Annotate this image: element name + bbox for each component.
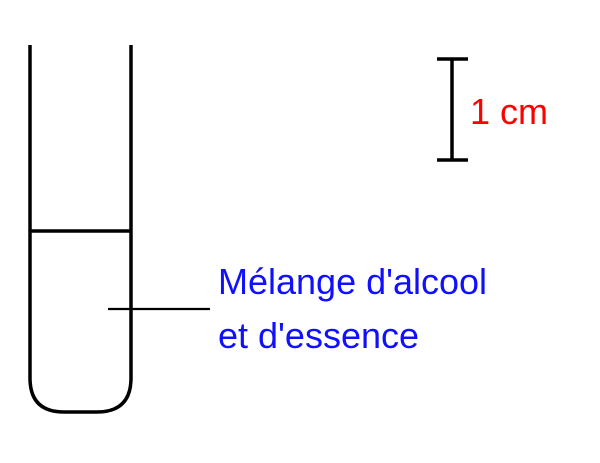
mixture-label-line1: Mélange d'alcool — [218, 261, 488, 302]
test-tube-outline — [28, 45, 133, 414]
scale-bar-label: 1 cm — [470, 91, 549, 132]
scale-bar — [437, 57, 468, 162]
mixture-label-line2: et d'essence — [218, 315, 420, 356]
